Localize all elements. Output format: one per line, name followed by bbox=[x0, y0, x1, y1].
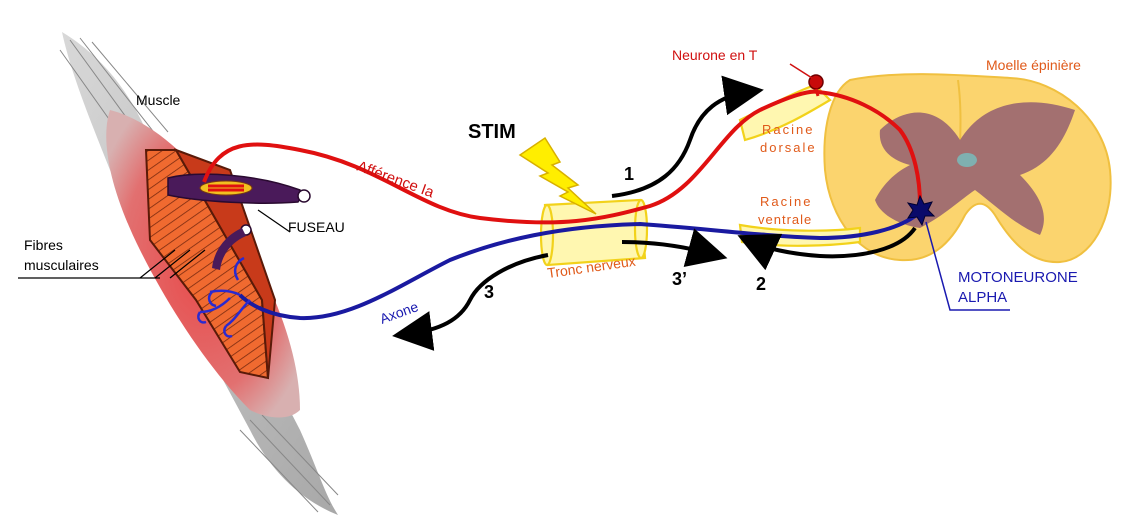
label-neurone-t: Neurone en T bbox=[672, 47, 758, 63]
fuseau-pointer bbox=[257, 209, 291, 233]
neurone-t-pointer bbox=[789, 63, 813, 79]
label-racine-dorsale-2: dorsale bbox=[760, 140, 817, 155]
label-num-2: 2 bbox=[756, 274, 766, 294]
stim-lightning-icon bbox=[518, 136, 597, 215]
label-axone: Axone bbox=[378, 298, 421, 327]
efferent-fiber bbox=[238, 210, 922, 321]
fibres-pointer bbox=[18, 249, 206, 279]
label-moto-1: MOTONEURONE bbox=[958, 269, 1078, 286]
label-fuseau: FUSEAU bbox=[288, 219, 345, 235]
label-moto-2: ALPHA bbox=[958, 289, 1007, 306]
label-fibres-1: Fibres bbox=[24, 237, 63, 253]
label-stim: STIM bbox=[468, 121, 516, 143]
label-num-3: 3 bbox=[484, 282, 494, 302]
label-afference: Afférence Ia bbox=[355, 158, 437, 202]
label-moelle: Moelle épinière bbox=[986, 57, 1081, 73]
label-racine-ventrale-1: Racine bbox=[760, 194, 812, 209]
arrow-1 bbox=[611, 75, 764, 198]
muscle-spindle bbox=[167, 173, 311, 270]
spinal-cord bbox=[823, 73, 1112, 264]
arrow-3 bbox=[392, 253, 549, 351]
label-muscle: Muscle bbox=[136, 92, 181, 108]
arrow-2 bbox=[737, 226, 917, 271]
label-racine-dorsale-1: Racine bbox=[762, 122, 814, 137]
arrows bbox=[392, 75, 917, 351]
label-fibres-2: musculaires bbox=[24, 257, 99, 273]
arrow-3-prime bbox=[621, 228, 728, 267]
label-racine-ventrale-2: ventrale bbox=[758, 212, 812, 227]
afferent-fiber bbox=[202, 89, 922, 225]
alpha-motoneuron bbox=[906, 194, 936, 227]
t-neuron bbox=[808, 74, 824, 97]
label-num-1: 1 bbox=[624, 164, 634, 184]
motoneurone-pointer bbox=[925, 221, 1010, 311]
motor-endplates bbox=[197, 256, 251, 338]
label-num-3-prime: 3’ bbox=[672, 269, 687, 289]
